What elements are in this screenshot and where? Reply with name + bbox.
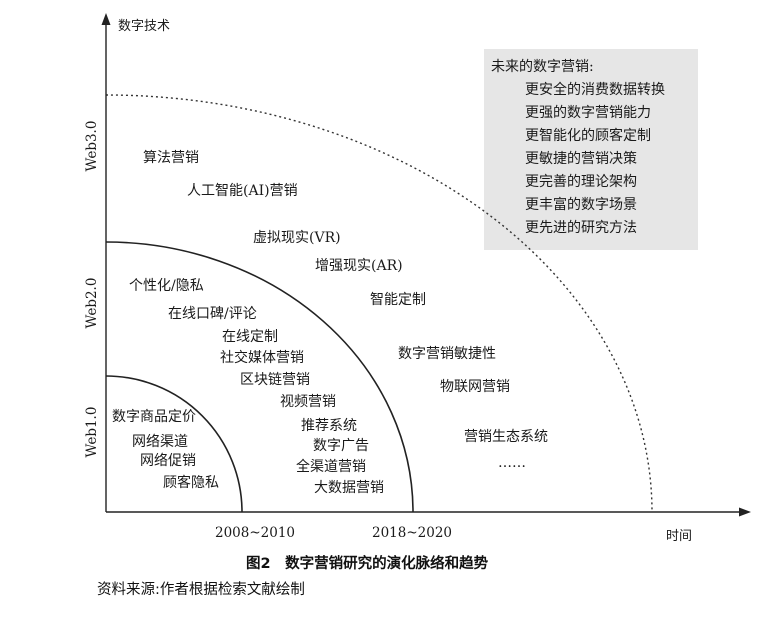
web3-item: …… <box>498 455 526 471</box>
y-tick-web3: Web3.0 <box>84 121 100 172</box>
web2-item: 社交媒体营销 <box>220 349 304 366</box>
web2-item: 区块链营销 <box>240 372 310 388</box>
future-box-title: 未来的数字营销: <box>491 59 594 75</box>
web2-item: 数字广告 <box>313 438 369 454</box>
future-box <box>484 49 698 250</box>
future-item: 更智能化的顾客定制 <box>525 127 651 144</box>
web3-item: 营销生态系统 <box>464 429 548 445</box>
future-item: 更先进的研究方法 <box>525 220 637 236</box>
web3-item: 增强现实(AR) <box>315 258 403 274</box>
web2-arc <box>105 241 414 513</box>
web2-item: 个性化/隐私 <box>129 278 204 294</box>
source-note: 资料来源:作者根据检索文献绘制 <box>97 581 305 598</box>
future-item: 更敏捷的营销决策 <box>525 150 637 167</box>
web3-arc <box>105 94 653 513</box>
future-item: 更强的数字营销能力 <box>525 105 651 121</box>
web2-item: 推荐系统 <box>301 418 357 434</box>
web1-item: 网络渠道 <box>132 434 188 450</box>
future-item: 更完善的理论架构 <box>525 174 637 190</box>
web1-item: 网络促销 <box>140 453 196 469</box>
web2-item: 视频营销 <box>280 394 336 410</box>
x-axis-arrow <box>739 507 751 517</box>
web1-arc <box>105 375 243 513</box>
x-tick-2008: 2008~2010 <box>215 525 295 541</box>
web2-item: 在线定制 <box>222 329 278 345</box>
web3-item: 算法营销 <box>143 150 199 166</box>
web3-item: 物联网营销 <box>440 379 510 395</box>
y-tick-web2: Web2.0 <box>84 278 100 329</box>
x-axis-label: 时间 <box>666 529 692 544</box>
web1-item: 顾客隐私 <box>163 474 219 491</box>
web3-item: 人工智能(AI)营销 <box>187 183 298 199</box>
web2-item: 在线口碑/评论 <box>168 306 257 322</box>
web3-item: 智能定制 <box>370 292 426 308</box>
web2-item: 全渠道营销 <box>296 458 366 475</box>
future-item: 更安全的消费数据转换 <box>525 81 665 98</box>
y-tick-web1: Web1.0 <box>84 407 100 458</box>
web1-item: 数字商品定价 <box>112 409 196 425</box>
future-item: 更丰富的数字场景 <box>525 196 637 213</box>
figure-caption: 图2 数字营销研究的演化脉络和趋势 <box>246 554 489 572</box>
x-tick-2018: 2018~2020 <box>372 525 452 541</box>
web2-item: 大数据营销 <box>314 480 384 496</box>
y-axis-arrow <box>101 13 111 25</box>
y-axis-label: 数字技术 <box>118 19 170 34</box>
web3-item: 虚拟现实(VR) <box>253 230 341 246</box>
web3-item: 数字营销敏捷性 <box>398 346 496 362</box>
